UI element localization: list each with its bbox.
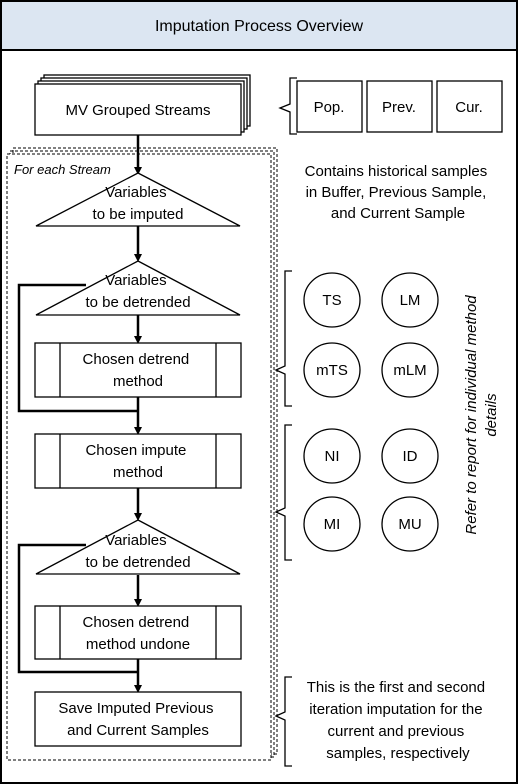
sample-label-cur: Cur. bbox=[455, 99, 483, 116]
method-circle-mts bbox=[303, 342, 361, 398]
method-label-lm: LM bbox=[400, 292, 421, 309]
method-circle-mi bbox=[303, 496, 361, 552]
samples-brace bbox=[278, 77, 297, 135]
decision-detrend-2-label: Variables to be detrended bbox=[85, 532, 190, 571]
samples-note-line-3: and Current Sample bbox=[331, 205, 465, 222]
decision-impute-line-2: to be imputed bbox=[93, 206, 184, 223]
detrend-undone-box bbox=[34, 605, 242, 660]
impute-method-line-1: Chosen impute bbox=[85, 442, 186, 459]
method-label-mu: MU bbox=[398, 516, 421, 533]
stream-box-front bbox=[34, 83, 242, 136]
decision-detrend-2-line-2: to be detrended bbox=[85, 554, 190, 571]
method-label-mi: MI bbox=[324, 516, 341, 533]
iteration-brace bbox=[274, 676, 292, 767]
method-note-line-2-rotated: details bbox=[483, 393, 500, 437]
detrend-method-line-2: method bbox=[113, 373, 163, 390]
detrend-undone-label: Chosen detrend method undone bbox=[83, 614, 194, 653]
detrend-method-box bbox=[34, 342, 242, 398]
title-bar bbox=[0, 0, 518, 51]
method-circle-mlm bbox=[381, 342, 439, 398]
decision-impute-label: Variables to be imputed bbox=[93, 184, 184, 223]
diagram-title: Imputation Process Overview bbox=[155, 18, 364, 35]
method-circle-lm bbox=[381, 272, 439, 328]
method-note-line-1-rotated: Refer to report for individual method bbox=[463, 295, 480, 535]
impute-method-label: Chosen impute method bbox=[85, 442, 190, 481]
detrend-method-circles bbox=[303, 272, 439, 398]
sample-box-cur bbox=[436, 80, 503, 133]
iteration-note-line-4: samples, respectively bbox=[326, 745, 470, 762]
detrend-undone-line-1: Chosen detrend bbox=[83, 614, 190, 631]
method-circle-id bbox=[381, 428, 439, 484]
decision-detrend-1 bbox=[35, 260, 241, 316]
method-label-id: ID bbox=[403, 448, 418, 465]
sample-label-pop: Pop. bbox=[314, 99, 345, 116]
decision-detrend-1-label: Variables to be detrended bbox=[85, 272, 190, 311]
process-detrend-undone bbox=[34, 605, 242, 660]
detrend-method-line-1: Chosen detrend bbox=[83, 351, 190, 368]
detrend-method-label: Chosen detrend method bbox=[83, 351, 194, 390]
iteration-note: This is the first and second iteration i… bbox=[307, 679, 490, 762]
method-circle-ni bbox=[303, 428, 361, 484]
iteration-note-line-2: iteration imputation for the bbox=[309, 701, 482, 718]
iteration-note-line-3: current and previous bbox=[328, 723, 465, 740]
iteration-note-line-1: This is the first and second bbox=[307, 679, 485, 696]
stream-group-label: For each Stream bbox=[14, 162, 111, 177]
decision-detrend-1-line-1: Variables bbox=[105, 272, 166, 289]
save-label: Save Imputed Previous and Current Sample… bbox=[58, 700, 217, 739]
decision-detrend-2-line-1: Variables bbox=[105, 532, 166, 549]
impute-method-circles bbox=[303, 428, 439, 552]
method-label-ts: TS bbox=[322, 292, 341, 309]
method-label-mlm: mLM bbox=[393, 362, 426, 379]
samples-note-line-2: in Buffer, Previous Sample, bbox=[306, 184, 487, 201]
samples-note-line-1: Contains historical samples bbox=[305, 163, 488, 180]
decision-detrend-2 bbox=[35, 519, 241, 575]
decision-impute bbox=[35, 172, 241, 227]
decision-detrend-1-line-2: to be detrended bbox=[85, 294, 190, 311]
detrend-methods-brace bbox=[274, 270, 292, 407]
impute-methods-brace bbox=[274, 424, 292, 561]
bypass-detrend-1 bbox=[17, 283, 138, 413]
process-detrend-method bbox=[34, 342, 242, 398]
sample-box-pop bbox=[296, 80, 363, 133]
decision-impute-line-1: Variables bbox=[105, 184, 166, 201]
save-box bbox=[34, 691, 242, 747]
method-circle-ts bbox=[303, 272, 361, 328]
detrend-undone-line-2: method undone bbox=[86, 636, 190, 653]
impute-method-line-2: method bbox=[113, 464, 163, 481]
sample-label-prev: Prev. bbox=[382, 99, 416, 116]
bypass-detrend-2 bbox=[17, 543, 138, 674]
flow-connectors bbox=[17, 135, 142, 693]
mv-grouped-streams-label: MV Grouped Streams bbox=[65, 102, 210, 119]
save-line-1: Save Imputed Previous bbox=[58, 700, 213, 717]
sample-box-prev bbox=[366, 80, 433, 133]
method-circle-labels: TS LM mTS mLM NI ID MI MU bbox=[316, 292, 427, 533]
process-impute-method bbox=[34, 433, 242, 489]
method-label-ni: NI bbox=[325, 448, 340, 465]
save-line-2: and Current Samples bbox=[67, 722, 209, 739]
method-circle-mu bbox=[381, 496, 439, 552]
samples-note: Contains historical samples in Buffer, P… bbox=[305, 163, 492, 222]
impute-method-box bbox=[34, 433, 242, 489]
mv-grouped-streams-box bbox=[34, 74, 251, 136]
method-label-mts: mTS bbox=[316, 362, 348, 379]
